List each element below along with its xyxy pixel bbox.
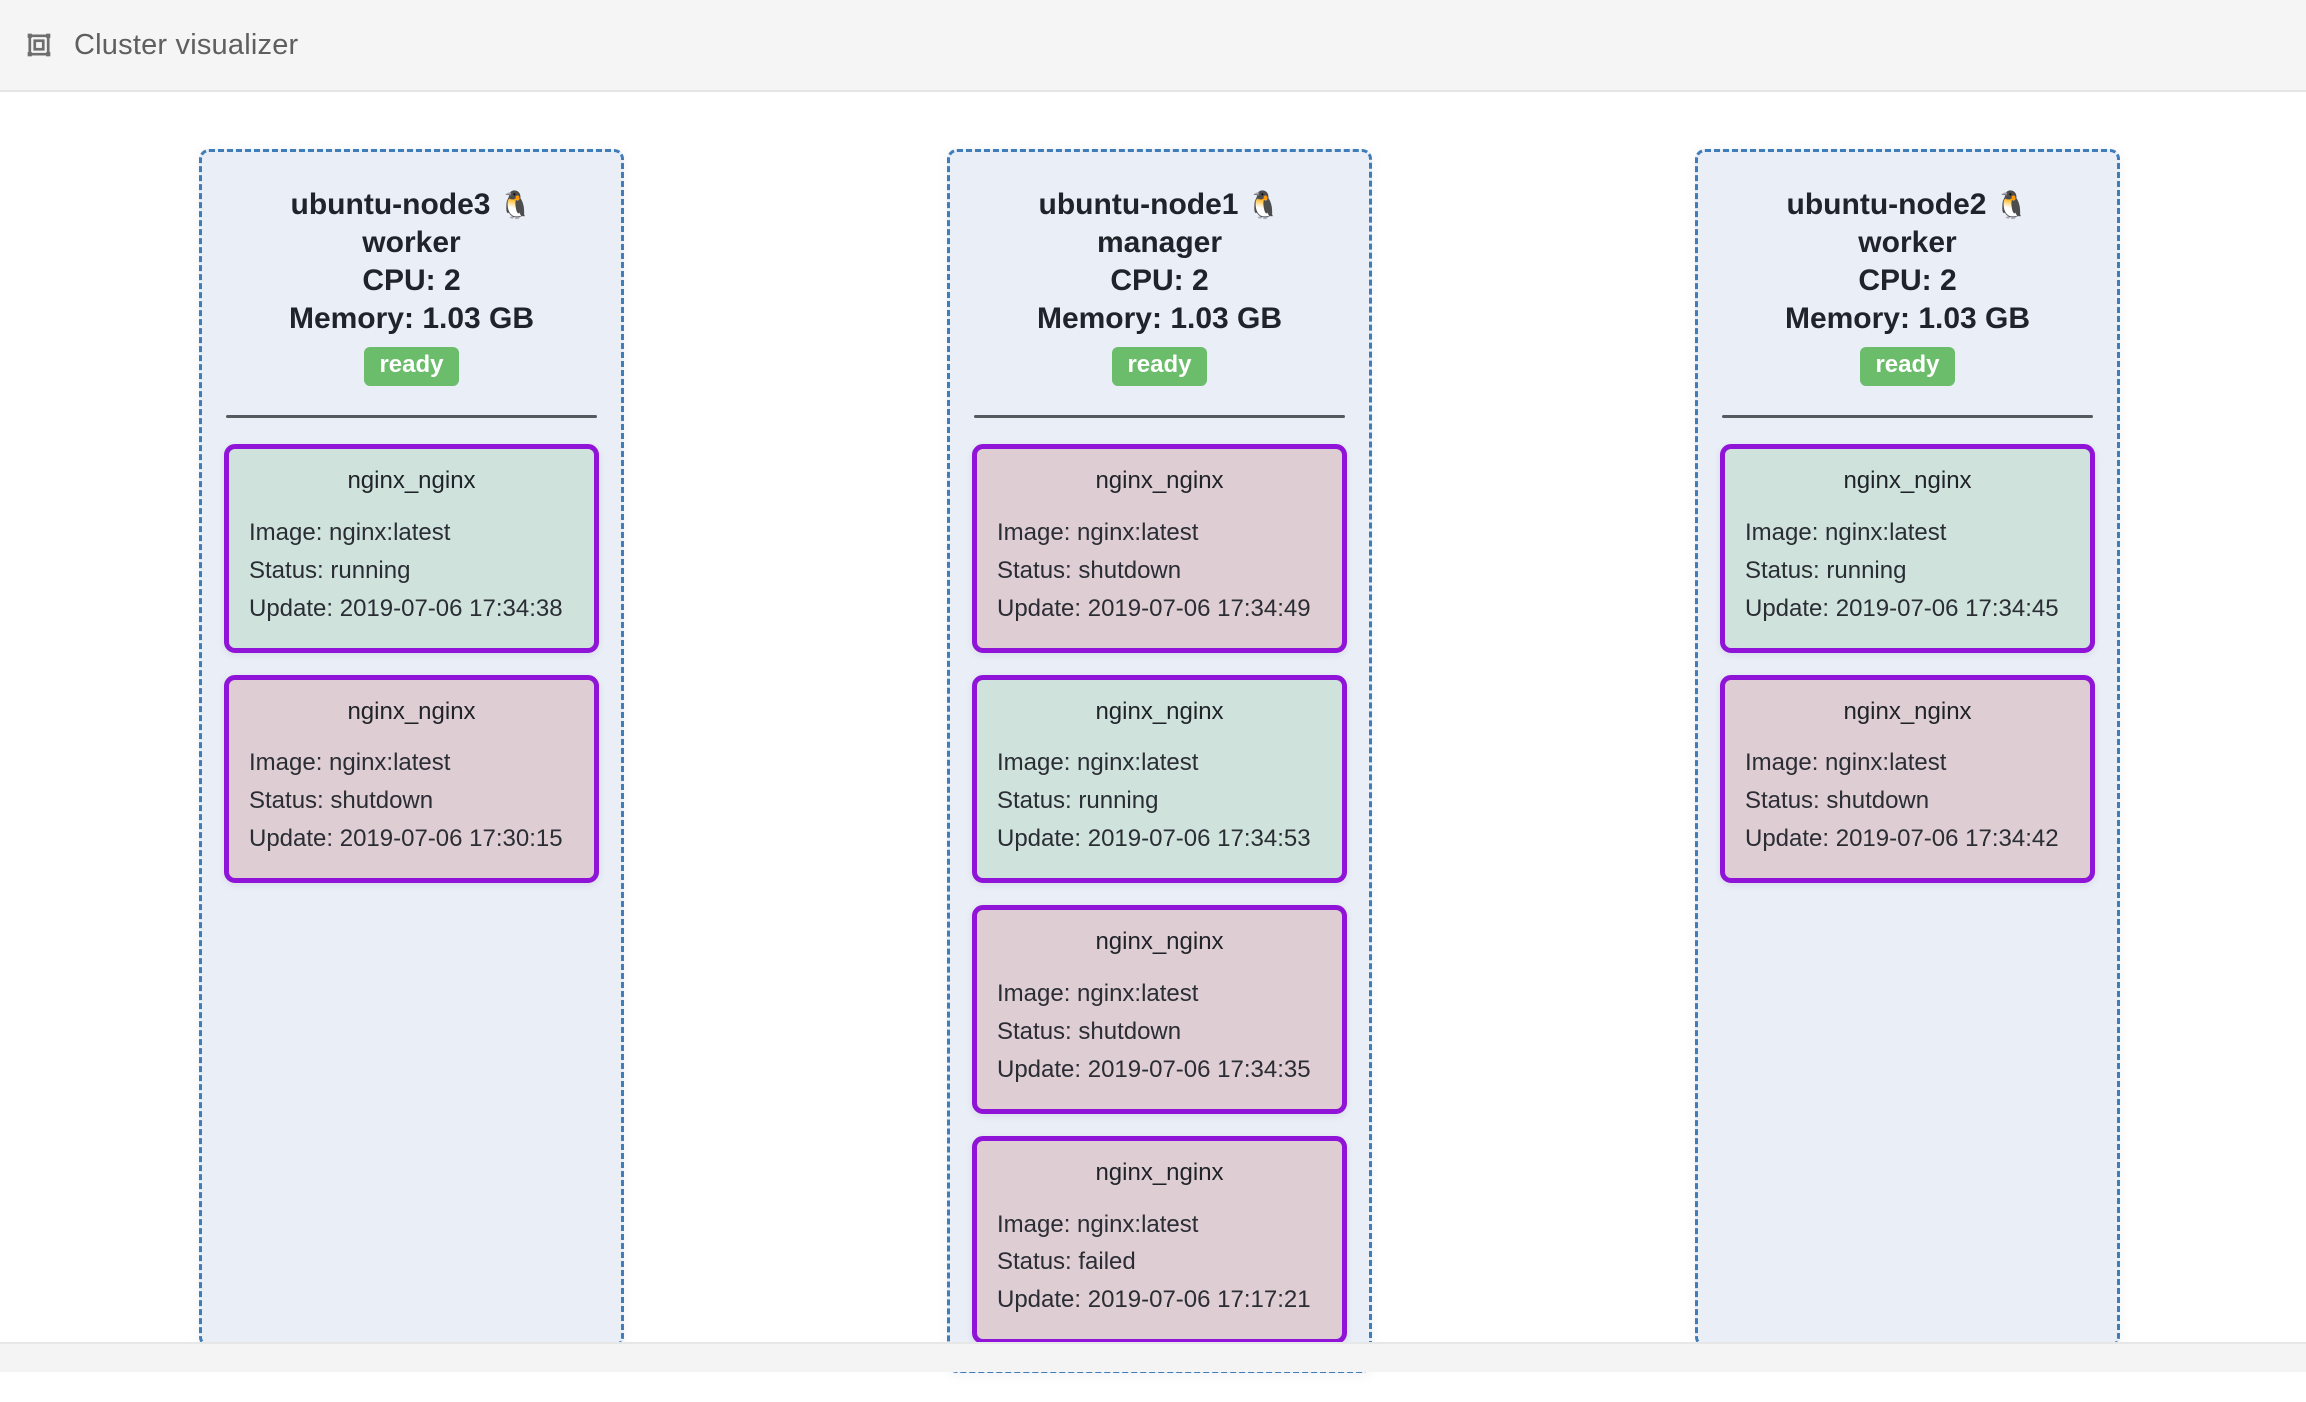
task-image: Image: nginx:latest [1745,749,1947,777]
node-name: ubuntu-node1 🐧 [972,186,1347,224]
node-cpu: CPU: 2 [1110,264,1209,298]
app-bar: Cluster visualizer [0,0,2306,92]
node-memory: Memory: 1.03 GB [288,302,535,336]
status-badge: ready [364,347,459,387]
task-title: nginx_nginx [1095,928,1224,956]
task-title: nginx_nginx [1095,467,1224,495]
linux-penguin-icon: 🐧 [1994,190,2029,220]
node-divider [1722,415,2093,419]
node-state-row: ready [972,347,1347,387]
task-title: nginx_nginx [347,467,476,495]
page-title: Cluster visualizer [74,28,299,61]
cluster-frame-icon [22,28,56,62]
task-updated-at: Update: 2019-07-06 17:17:21 [997,1286,1311,1314]
task-status: Status: shutdown [1745,787,1930,815]
footer-strip [0,1342,2306,1372]
task-status: Status: running [1745,556,1907,584]
linux-penguin-icon: 🐧 [1246,190,1281,220]
node-state-row: ready [1720,347,2095,387]
node-memory: Memory: 1.03 GB [1036,302,1283,336]
task-updated-at: Update: 2019-07-06 17:34:38 [249,594,563,622]
node-name-text: ubuntu-node3 [290,188,491,221]
node-divider [226,415,597,419]
task-status: Status: shutdown [249,787,434,815]
task-status: Status: shutdown [997,1017,1182,1045]
node-name: ubuntu-node3 🐧 [224,186,599,224]
node-cpu: CPU: 2 [1858,264,1957,298]
node-cpu: CPU: 2 [362,264,461,298]
node-role: worker [1858,226,1957,260]
task-updated-at: Update: 2019-07-06 17:30:15 [249,825,563,853]
task-title: nginx_nginx [1095,1158,1224,1186]
task-image: Image: nginx:latest [1745,518,1947,546]
task-updated-at: Update: 2019-07-06 17:34:35 [997,1055,1311,1083]
task-image: Image: nginx:latest [997,518,1199,546]
task-status: Status: running [249,556,411,584]
task-title: nginx_nginx [1843,697,1972,725]
task-status: Status: shutdown [997,556,1182,584]
node-name-text: ubuntu-node2 [1786,188,1987,221]
node-divider [974,415,1345,419]
task-status: Status: failed [997,1248,1136,1276]
node-role: manager [1096,226,1223,260]
node-state-row: ready [224,347,599,387]
task-image: Image: nginx:latest [997,980,1199,1007]
task-updated-at: Update: 2019-07-06 17:34:53 [997,825,1311,853]
node-name: ubuntu-node2 🐧 [1720,186,2095,224]
task-title: nginx_nginx [1095,697,1224,725]
task-updated-at: Update: 2019-07-06 17:34:45 [1745,594,2059,622]
status-badge: ready [1112,347,1207,387]
status-badge: ready [1860,347,1955,387]
linux-penguin-icon: 🐧 [498,190,533,220]
task-image: Image: nginx:latest [249,749,451,777]
task-updated-at: Update: 2019-07-06 17:34:49 [997,594,1311,622]
task-title: nginx_nginx [1843,467,1972,495]
task-image: Image: nginx:latest [997,1210,1199,1238]
task-status: Status: running [997,787,1159,815]
task-image: Image: nginx:latest [997,749,1199,777]
task-image: Image: nginx:latest [249,518,451,546]
task-title: nginx_nginx [347,697,476,725]
task-updated-at: Update: 2019-07-06 17:34:42 [1745,825,2059,853]
node-role: worker [362,226,461,260]
node-memory: Memory: 1.03 GB [1784,302,2031,336]
node-name-text: ubuntu-node1 [1038,188,1239,221]
